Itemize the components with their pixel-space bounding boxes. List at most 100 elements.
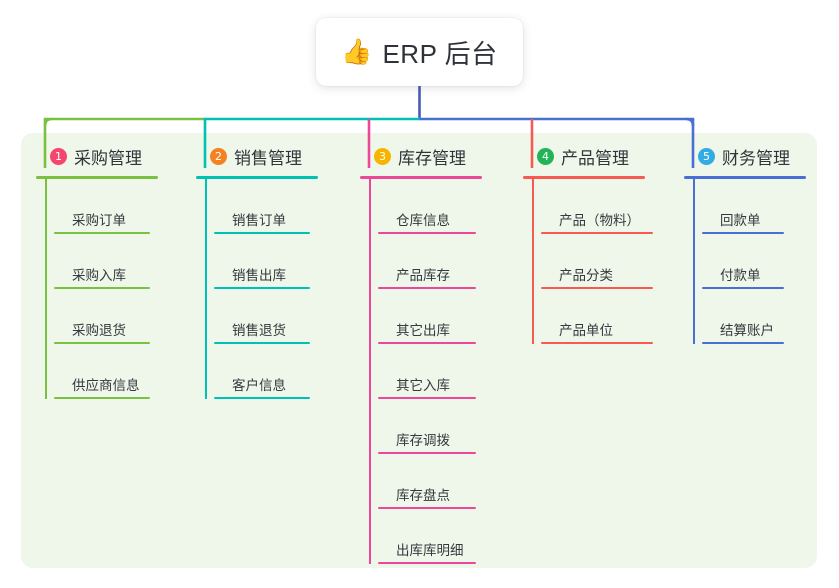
branch-item[interactable]: 供应商信息 xyxy=(45,344,186,399)
branch-item-underline xyxy=(378,232,476,234)
branch-column-5: 5 财务管理回款单付款单结算账户 xyxy=(684,143,834,344)
branch-header-1[interactable]: 1 采购管理 xyxy=(36,143,186,169)
branch-item-underline xyxy=(54,232,150,234)
branch-item[interactable]: 其它入库 xyxy=(369,344,510,399)
branch-item-underline xyxy=(541,342,653,344)
branch-item-label: 产品单位 xyxy=(559,323,613,338)
branch-title: 产品管理 xyxy=(561,148,629,168)
branch-item[interactable]: 采购退货 xyxy=(45,289,186,344)
branch-columns: 1 采购管理采购订单采购入库采购退货供应商信息 2 销售管理销售订单销售出库销售退货客… xyxy=(21,133,817,568)
branch-column-4: 4 产品管理产品（物料） 产品分类产品单位 xyxy=(523,143,673,344)
branch-title: 财务管理 xyxy=(722,148,790,168)
branch-item-underline xyxy=(378,562,476,564)
branch-item[interactable]: 回款单 xyxy=(693,179,834,234)
branch-item-label: 库存盘点 xyxy=(396,488,450,503)
branch-item[interactable]: 客户信息 xyxy=(205,344,346,399)
branch-item[interactable]: 产品单位 xyxy=(532,289,673,344)
branch-item[interactable]: 库存盘点 xyxy=(369,454,510,509)
branch-item-underline xyxy=(378,397,476,399)
branch-spine xyxy=(45,179,47,399)
branch-item-label: 其它出库 xyxy=(396,323,450,338)
branch-panel-background xyxy=(21,133,817,568)
branch-item-underline xyxy=(214,397,310,399)
branch-item-underline xyxy=(54,287,150,289)
branch-item-list: 产品（物料） 产品分类产品单位 xyxy=(523,179,673,344)
branch-number-badge: 4 xyxy=(537,147,554,165)
branch-item-label: 供应商信息 xyxy=(72,378,140,393)
branch-spine xyxy=(369,179,371,564)
branch-spine xyxy=(532,179,534,344)
branch-number-badge: 2 xyxy=(210,147,227,165)
branch-header-4[interactable]: 4 产品管理 xyxy=(523,143,673,169)
branch-item[interactable]: 其它出库 xyxy=(369,289,510,344)
branch-item[interactable]: 销售出库 xyxy=(205,234,346,289)
branch-header-underline xyxy=(36,176,158,179)
branch-item-label: 其它入库 xyxy=(396,378,450,393)
branch-item-label: 结算账户 xyxy=(720,323,774,338)
branch-item-label: 出库库明细 xyxy=(396,543,464,558)
branch-title: 采购管理 xyxy=(74,148,142,168)
branch-number-badge: 1 xyxy=(50,147,67,165)
branch-item-label: 采购退货 xyxy=(72,323,126,338)
branch-item-list: 仓库信息产品库存其它出库其它入库库存调拨库存盘点出库库明细 xyxy=(360,179,510,564)
branch-item-underline xyxy=(541,287,653,289)
branch-item-label: 产品库存 xyxy=(396,268,450,283)
branch-item-label: 销售出库 xyxy=(232,268,286,283)
branch-column-2: 2 销售管理销售订单销售出库销售退货客户信息 xyxy=(196,143,346,399)
branch-item-label: 采购入库 xyxy=(72,268,126,283)
branch-item[interactable]: 付款单 xyxy=(693,234,834,289)
branch-item-label: 库存调拨 xyxy=(396,433,450,448)
branch-item[interactable]: 采购入库 xyxy=(45,234,186,289)
branch-item[interactable]: 库存调拨 xyxy=(369,399,510,454)
branch-item-label: 销售退货 xyxy=(232,323,286,338)
branch-column-1: 1 采购管理采购订单采购入库采购退货供应商信息 xyxy=(36,143,186,399)
branch-number-badge: 5 xyxy=(698,147,715,165)
branch-item-underline xyxy=(214,232,310,234)
branch-header-underline xyxy=(196,176,318,179)
branch-item-underline xyxy=(702,342,784,344)
branch-item-underline xyxy=(702,232,784,234)
branch-item[interactable]: 结算账户 xyxy=(693,289,834,344)
branch-item-label: 客户信息 xyxy=(232,378,286,393)
branch-item-underline xyxy=(54,397,150,399)
branch-item[interactable]: 采购订单 xyxy=(45,179,186,234)
branch-header-underline xyxy=(360,176,482,179)
branch-spine xyxy=(693,179,695,344)
branch-item[interactable]: 产品（物料） xyxy=(532,179,673,234)
branch-item-label: 产品（物料） xyxy=(559,213,640,228)
branch-item-underline xyxy=(214,342,310,344)
branch-item-underline xyxy=(378,507,476,509)
branch-header-5[interactable]: 5 财务管理 xyxy=(684,143,834,169)
branch-title: 销售管理 xyxy=(234,148,302,168)
branch-header-underline xyxy=(684,176,806,179)
branch-spine xyxy=(205,179,207,399)
branch-item[interactable]: 销售订单 xyxy=(205,179,346,234)
root-node-card[interactable]: 👍 ERP 后台 xyxy=(316,18,523,86)
branch-item-underline xyxy=(54,342,150,344)
branch-header-underline xyxy=(523,176,645,179)
branch-item-underline xyxy=(702,287,784,289)
branch-item[interactable]: 产品分类 xyxy=(532,234,673,289)
branch-item[interactable]: 产品库存 xyxy=(369,234,510,289)
branch-item[interactable]: 出库库明细 xyxy=(369,509,510,564)
branch-item-underline xyxy=(378,342,476,344)
thumbs-up-emoji: 👍 xyxy=(341,37,373,66)
branch-item-underline xyxy=(214,287,310,289)
branch-header-2[interactable]: 2 销售管理 xyxy=(196,143,346,169)
root-node-title: ERP 后台 xyxy=(382,38,498,69)
branch-title: 库存管理 xyxy=(398,148,466,168)
branch-item-label: 回款单 xyxy=(720,213,761,228)
branch-item-label: 付款单 xyxy=(720,268,761,283)
branch-item-label: 产品分类 xyxy=(559,268,613,283)
branch-item-label: 销售订单 xyxy=(232,213,286,228)
branch-item-underline xyxy=(378,287,476,289)
branch-item[interactable]: 销售退货 xyxy=(205,289,346,344)
branch-item-label: 仓库信息 xyxy=(396,213,450,228)
branch-item[interactable]: 仓库信息 xyxy=(369,179,510,234)
branch-item-list: 回款单付款单结算账户 xyxy=(684,179,834,344)
branch-item-underline xyxy=(378,452,476,454)
branch-item-list: 采购订单采购入库采购退货供应商信息 xyxy=(36,179,186,399)
